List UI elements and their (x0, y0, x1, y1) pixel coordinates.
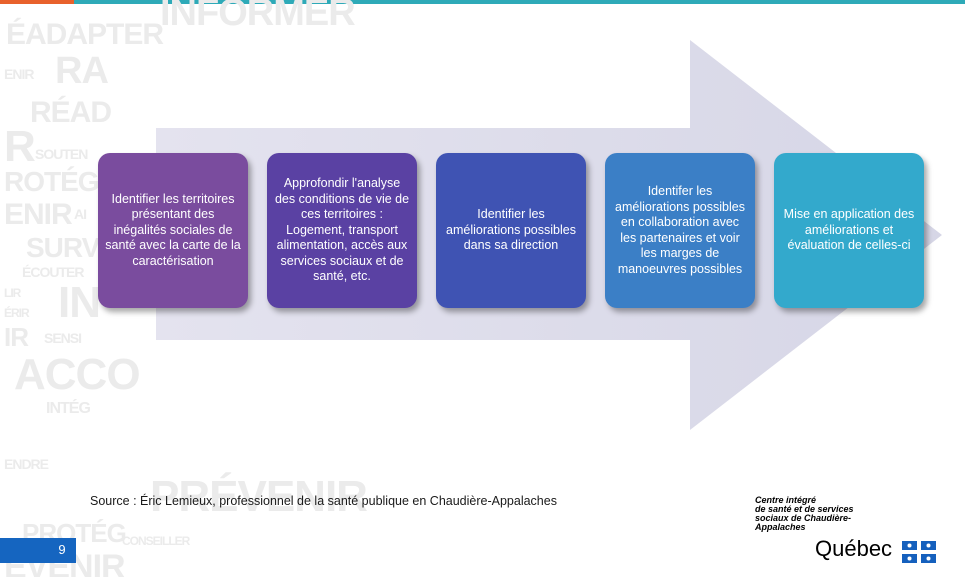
logo-line-2: de santé et de services (755, 504, 854, 514)
quebec-wordmark: Québec (815, 536, 893, 561)
step-2-deepen-analysis: Approfondir l'analyse des conditions de … (267, 153, 417, 308)
logo-line-4: Appalaches (755, 522, 806, 532)
quebec-flag-icon (902, 541, 936, 563)
step-3-text: Identifier les améliorations possibles d… (446, 207, 576, 253)
cisss-logo-text: Centre intégré de santé et de services s… (755, 496, 885, 532)
step-5-apply-and-evaluate: Mise en application des améliorations et… (774, 153, 924, 308)
logo-line-3: sociaux de Chaudière- (755, 513, 852, 523)
step-5-text: Mise en application des améliorations et… (783, 207, 915, 253)
page-number: 9 (58, 542, 66, 557)
top-bar (0, 0, 965, 4)
step-3-identify-improvements: Identifier les améliorations possibles d… (436, 153, 586, 308)
page-number-box (0, 538, 76, 563)
step-1-identify-territories: Identifier les territoires présentant de… (98, 153, 248, 308)
source-citation: Source : Éric Lemieux, professionnel de … (90, 494, 557, 508)
step-4-text: Identifer les améliorations possibles en… (615, 184, 745, 276)
logo-line-1: Centre intégré (755, 495, 817, 505)
step-2-text: Approfondir l'analyse des conditions de … (274, 176, 410, 284)
step-4-collaborative-improvements: Identifer les améliorations possibles en… (605, 153, 755, 308)
step-1-text: Identifier les territoires présentant de… (105, 191, 241, 268)
top-accent-bar (0, 0, 74, 4)
